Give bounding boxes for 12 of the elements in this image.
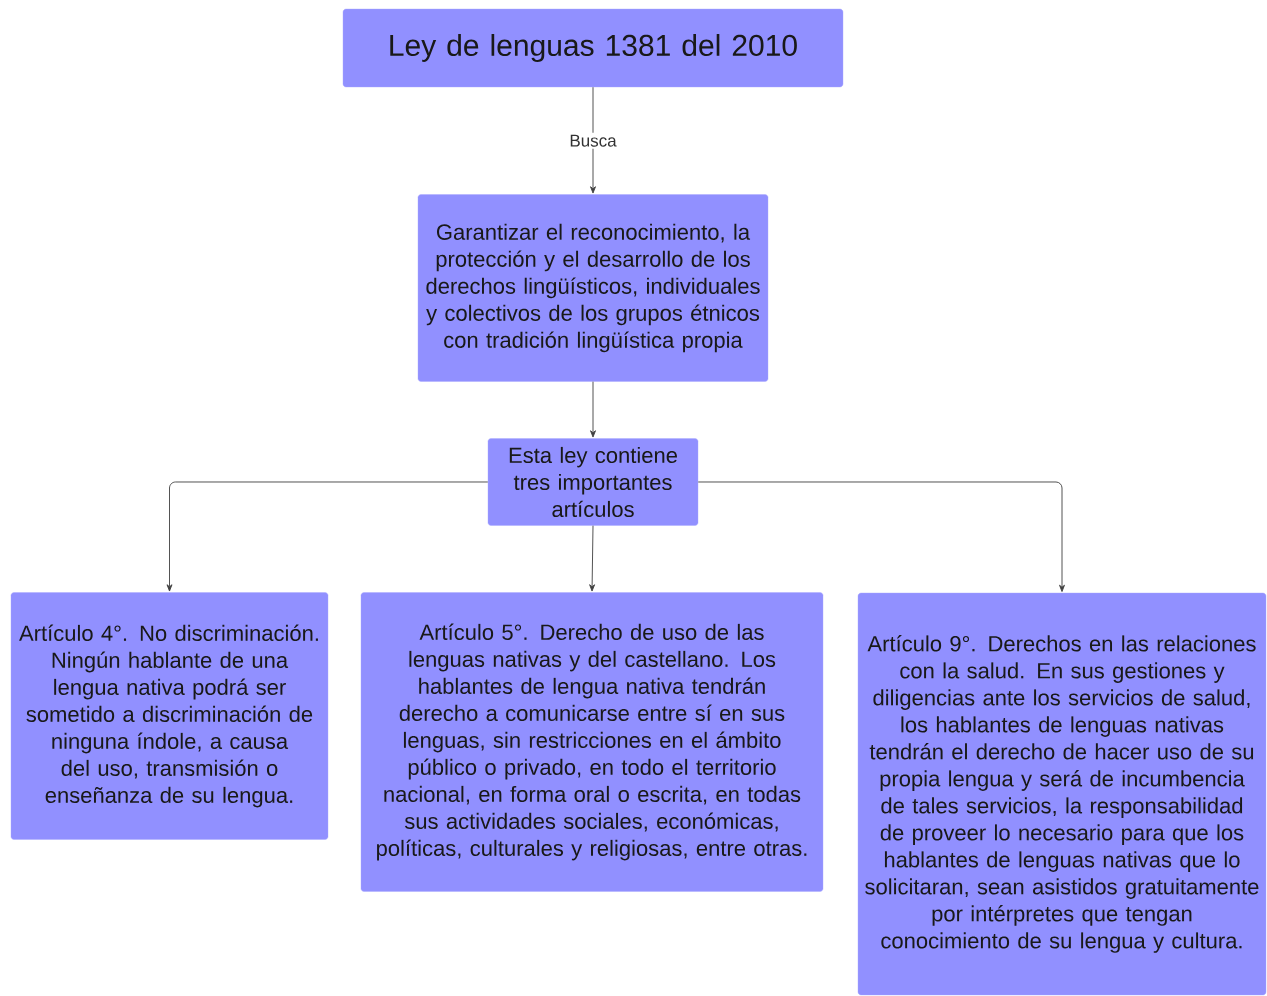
arrow [589, 525, 596, 592]
process-box: Esta ley contiene tres importantes artículos [487, 438, 699, 526]
arrow [697, 481, 1065, 592]
process-box: Artículo 5°. Derecho de uso de las lenguas nativas y del castellano. Los hablantes de lengua nativa tendrán derecho a comunicarse entre sí en sus lenguas, sin restricciones en el ámbito público o privado, en todo el territorio nacional, en forma oral o escrita, en todas sus actividades sociales, económicas, políticas, culturales y religiosas, entre otras. [360, 592, 824, 892]
process-box: Artículo 4°. No discriminación. Ningún hablante de una lengua nativa podrá ser sometido a discriminación de ninguna índole, a causa del uso, transmisión o enseñanza de su lengua. [10, 592, 329, 840]
edge-label: Busca [567, 132, 619, 149]
process-box: Garantizar el reconocimiento, la protección y el desarrollo de los derechos lingüísticos, individuales y colectivos de los grupos étnicos con tradición lingüística propia [417, 194, 769, 382]
process-box: Artículo 9°. Derechos en las relaciones con la salud. En sus gestiones y diligencias ante los servicios de salud, los hablantes de lenguas nativas tendrán el derecho de hacer uso de su propia lengua y será de incumbencia de tales servicios, la responsabilidad de proveer lo necesario para que los hablantes de lenguas nativas que lo solicitaran, sean asistidos gratuitamente por intérpretes que tengan conocimiento de su lengua y cultura. [857, 592, 1267, 996]
arrow [590, 381, 596, 438]
process-box: Ley de lenguas 1381 del 2010 [342, 8, 844, 88]
arrow [590, 86, 596, 194]
arrow [166, 481, 489, 592]
